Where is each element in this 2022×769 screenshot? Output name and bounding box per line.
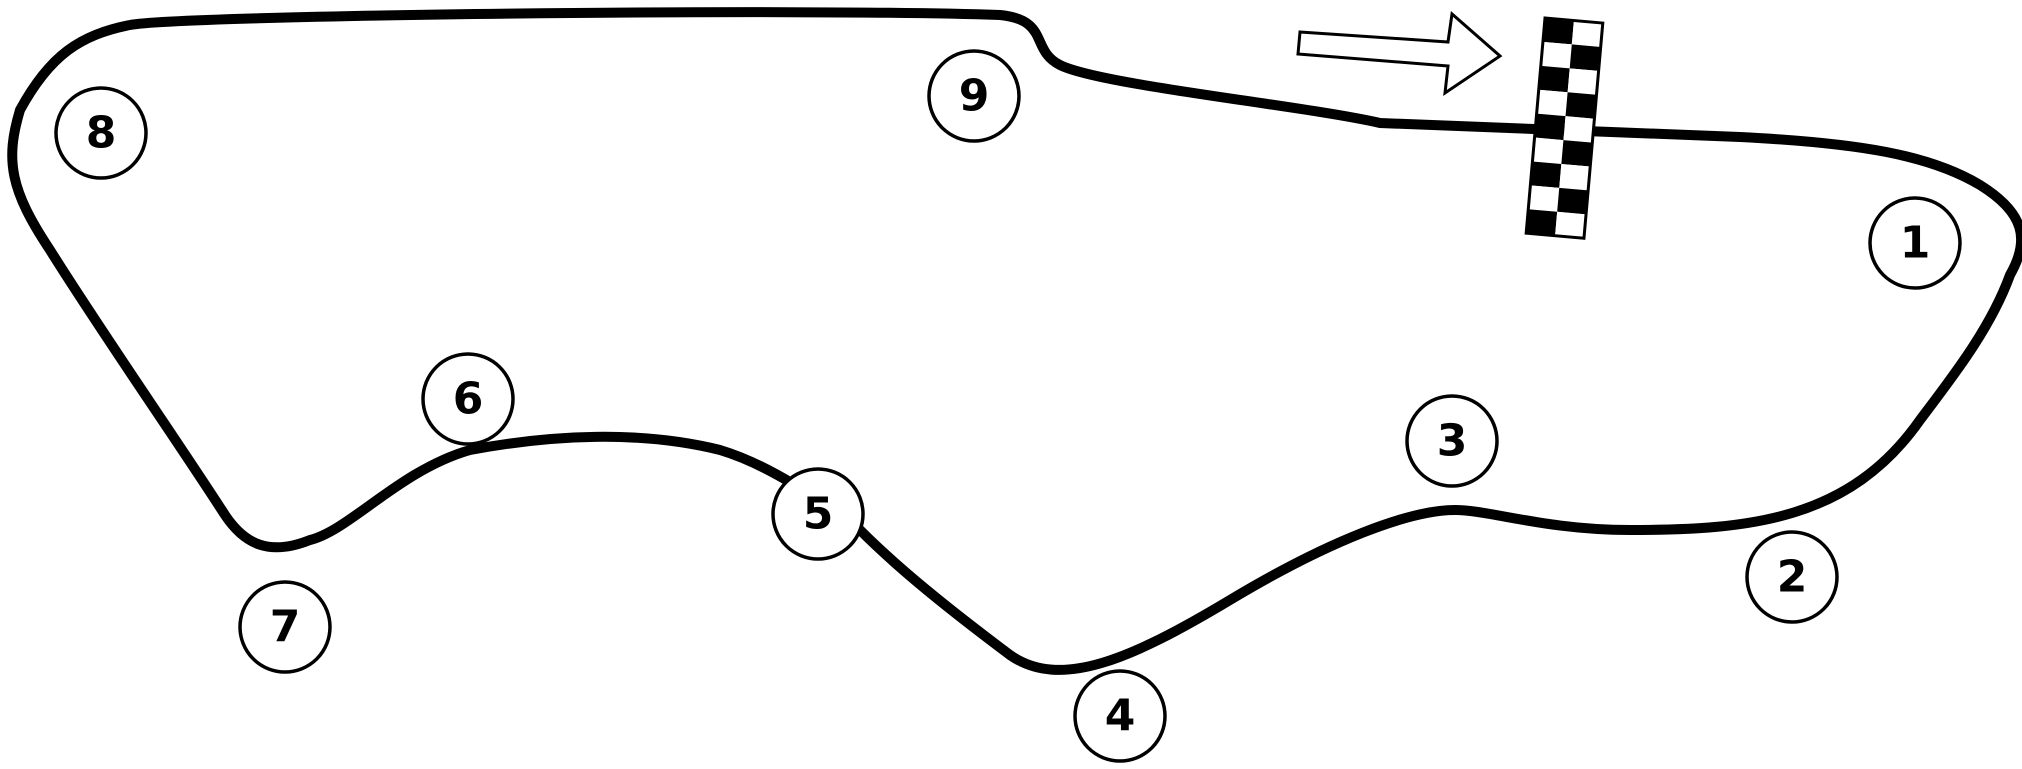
turn-number-label: 1 <box>1900 218 1931 269</box>
flag-square <box>1536 89 1568 117</box>
turn-marker-2: 2 <box>1745 530 1839 624</box>
turn-number-label: 2 <box>1777 552 1808 603</box>
flag-square <box>1526 209 1558 236</box>
flag-square <box>1559 163 1591 191</box>
turn-number-label: 9 <box>959 71 990 122</box>
track-outline <box>7 7 2022 675</box>
flag-square <box>1528 185 1560 212</box>
flag-square <box>1563 116 1595 143</box>
flag-square <box>1538 65 1570 93</box>
turn-marker-4: 4 <box>1073 669 1167 763</box>
flag-square <box>1565 92 1597 119</box>
turn-number-label: 8 <box>86 108 117 159</box>
flag-square <box>1571 20 1603 47</box>
flag-square <box>1542 18 1574 45</box>
turn-number-label: 3 <box>1437 416 1468 467</box>
turn-number-label: 7 <box>270 602 301 653</box>
flag-square <box>1534 113 1566 141</box>
turn-marker-3: 3 <box>1405 394 1499 488</box>
turn-marker-5: 5 <box>771 467 865 561</box>
flag-square <box>1567 68 1599 95</box>
direction-arrow-icon <box>1296 11 1503 97</box>
turn-marker-6: 6 <box>421 352 515 446</box>
turn-marker-9: 9 <box>927 49 1021 143</box>
checkered-flag-icon <box>1524 16 1605 240</box>
turn-number-label: 6 <box>453 374 484 425</box>
turn-marker-8: 8 <box>54 86 148 180</box>
flag-square <box>1561 140 1593 167</box>
turn-marker-1: 1 <box>1868 196 1962 290</box>
flag-square <box>1555 211 1587 239</box>
turn-marker-7: 7 <box>238 580 332 674</box>
turn-number-label: 5 <box>803 489 834 540</box>
turn-number-label: 4 <box>1105 691 1136 742</box>
flag-square <box>1569 44 1601 71</box>
flag-square <box>1540 41 1572 69</box>
flag-square <box>1530 161 1562 188</box>
flag-square <box>1557 187 1589 215</box>
flag-square <box>1532 137 1564 164</box>
